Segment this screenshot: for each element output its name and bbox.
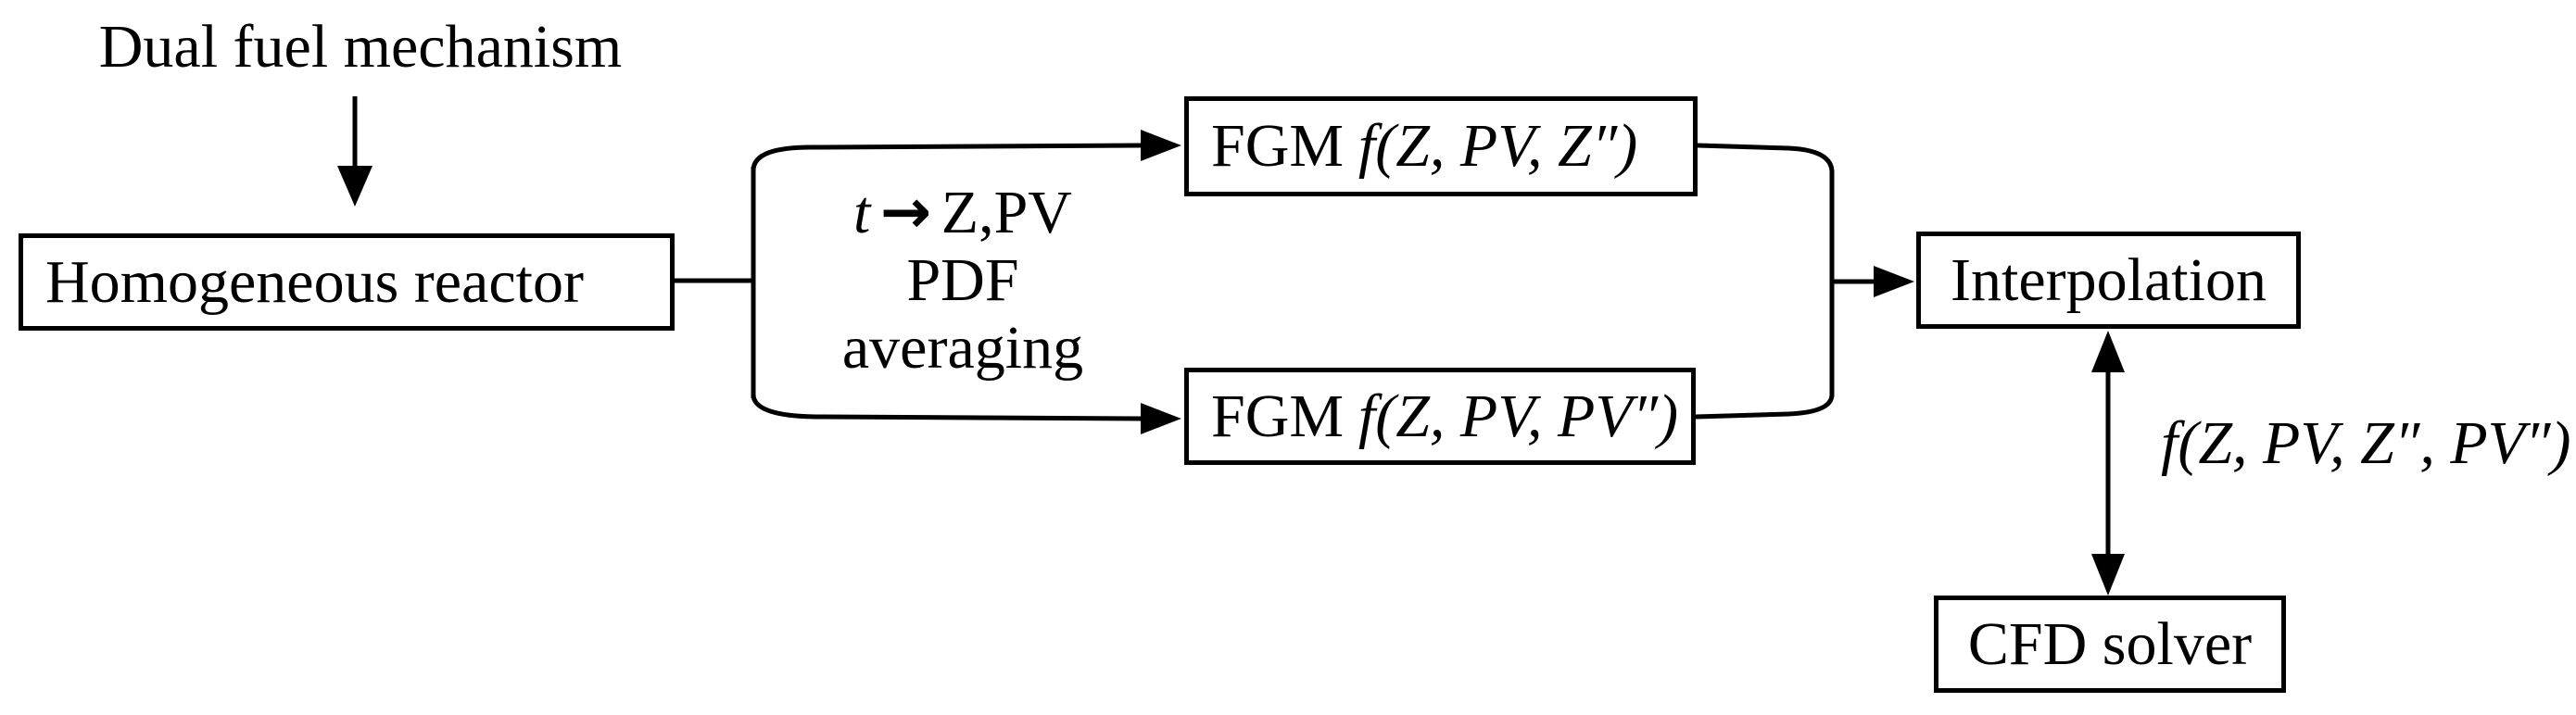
pdf-averaging-annotation: t→Z,PV PDF averaging — [786, 178, 1140, 382]
split-top-line — [751, 143, 1142, 171]
fgm-prefix: FGM — [1211, 382, 1345, 450]
node-cfd-solver: CFD solver — [1934, 596, 2286, 693]
fgm-pv-formula: f(Z, PV, PV″) — [1357, 382, 1679, 450]
node-homogeneous-reactor: Homogeneous reactor — [19, 233, 675, 331]
pdf-annotation-line3: averaging — [841, 314, 1084, 382]
mapped-variables: Z,PV — [941, 179, 1072, 246]
title-dual-fuel-mechanism: Dual fuel mechanism — [98, 13, 623, 81]
split-bottom-arrowhead — [1141, 403, 1181, 434]
merge-bottom-line — [1695, 394, 1835, 420]
fgm-z-formula: f(Z, PV, Z″) — [1357, 112, 1638, 180]
right-arrow-glyph: → — [879, 176, 932, 247]
fgm-prefix: FGM — [1211, 112, 1345, 180]
node-label: Interpolation — [1951, 245, 2267, 314]
node-interpolation: Interpolation — [1916, 232, 2301, 329]
merge-to-interpolation-arrowhead — [1874, 266, 1914, 297]
merge-top-line — [1697, 143, 1835, 173]
pdf-annotation-line1: t→Z,PV — [786, 178, 1140, 246]
node-label: CFD solver — [1967, 609, 2253, 678]
time-variable: t — [853, 179, 871, 246]
pdf-annotation-line2: PDF — [906, 246, 1019, 314]
interpolation-cfd-arrowhead-up — [2091, 331, 2125, 372]
node-label: Homogeneous reactor — [45, 247, 584, 316]
interpolation-cfd-arrowhead-down — [2091, 554, 2125, 596]
transfer-formula-label: f(Z, PV, Z″, PV″) — [2161, 409, 2571, 477]
split-bottom-line — [751, 394, 1142, 421]
title-to-reactor-arrowhead — [337, 166, 373, 207]
split-top-arrowhead — [1141, 130, 1181, 161]
